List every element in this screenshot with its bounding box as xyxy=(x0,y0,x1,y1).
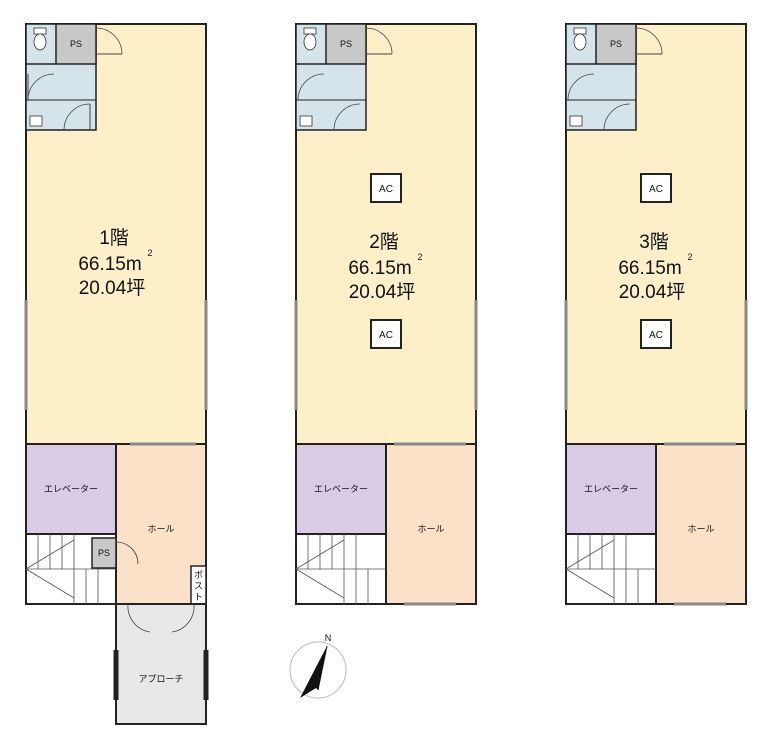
washbasin-icon xyxy=(569,115,583,127)
door-swing-icon xyxy=(567,27,663,131)
floor-2-ac-bottom xyxy=(370,319,402,349)
north-arrow-icon: N xyxy=(289,633,347,699)
floor-1-elevator-label: エレベーター xyxy=(44,484,98,494)
floor-1-hall-label: ホール xyxy=(147,524,174,534)
floor-3-plan: PS AC 3階 66.15m 2 20.04坪 AC エレベーター ホール xyxy=(564,23,748,606)
floor-3-hall xyxy=(655,443,747,605)
floor-1-elevator xyxy=(25,443,117,535)
floor-3-ps-top-label: PS xyxy=(610,39,622,49)
floor-3-label: 3階 xyxy=(639,231,669,253)
floor-3-ac-top xyxy=(640,173,672,203)
toilet-icon xyxy=(33,27,47,51)
toilet-icon xyxy=(303,27,317,51)
floor-1-ps-bottom-label: PS xyxy=(98,548,110,558)
floor-2-label: 2階 xyxy=(369,231,399,253)
floor-3-elevator-label: エレベーター xyxy=(584,484,638,494)
toilet-icon xyxy=(573,27,587,51)
floor-1-ps-bottom xyxy=(91,537,117,569)
floor-2-hall xyxy=(385,443,477,605)
approach-label: アプローチ xyxy=(138,674,183,684)
floor-3-area-tsubo: 20.04坪 xyxy=(619,281,686,303)
floor-1-post-char-1: ポ xyxy=(194,570,203,580)
floor-2-elevator-label: エレベーター xyxy=(314,484,368,494)
approach-area xyxy=(115,603,207,725)
floor-1-area-tsubo: 20.04坪 xyxy=(79,277,146,299)
door-swing-icon xyxy=(297,27,393,131)
compass-label: N xyxy=(325,633,332,643)
floor-2-ps-top-label: PS xyxy=(340,39,352,49)
floor-2-area-tsubo: 20.04坪 xyxy=(349,281,416,303)
washbasin-icon xyxy=(29,115,43,127)
floor-2-elevator xyxy=(295,443,387,535)
floor-3-ps-top xyxy=(595,23,637,65)
floor-2-ac-bottom-label: AC xyxy=(379,330,393,341)
floor-3-area-m2-sup: 2 xyxy=(687,252,692,262)
floor-1-post-char-2: ス xyxy=(194,581,203,591)
floor-2-ps-top xyxy=(325,23,367,65)
floor-3-hall-label: ホール xyxy=(687,524,714,534)
door-swing-icon xyxy=(27,27,123,131)
floor-2-ac-top xyxy=(370,173,402,203)
floor-3-ac-bottom-label: AC xyxy=(649,330,663,341)
floor-2-area-m2-sup: 2 xyxy=(417,252,422,262)
floor-1-ps-top-label: PS xyxy=(70,39,82,49)
floor-1-post-char-3: ト xyxy=(194,592,203,602)
floor-3-area-m2: 66.15m xyxy=(618,258,681,279)
floor-1-plan: PS 1階 66.15m 2 20.04坪 エレベーター ホール xyxy=(24,23,209,725)
floor-1-area-m2: 66.15m xyxy=(78,254,141,275)
floor-1-area-m2-sup: 2 xyxy=(147,248,152,258)
floor-1-ps-top xyxy=(55,23,97,65)
floor-2-hall-label: ホール xyxy=(417,524,444,534)
floor-2-area-m2: 66.15m xyxy=(348,258,411,279)
floor-3-ac-bottom xyxy=(640,319,672,349)
floor-3-ac-top-label: AC xyxy=(649,184,663,195)
floor-2-ac-top-label: AC xyxy=(379,184,393,195)
floor-2-plan: PS AC 2階 66.15m 2 20.04坪 AC エレベーター ホール xyxy=(294,23,478,606)
washbasin-icon xyxy=(299,115,313,127)
floor-1-label: 1階 xyxy=(99,227,129,249)
